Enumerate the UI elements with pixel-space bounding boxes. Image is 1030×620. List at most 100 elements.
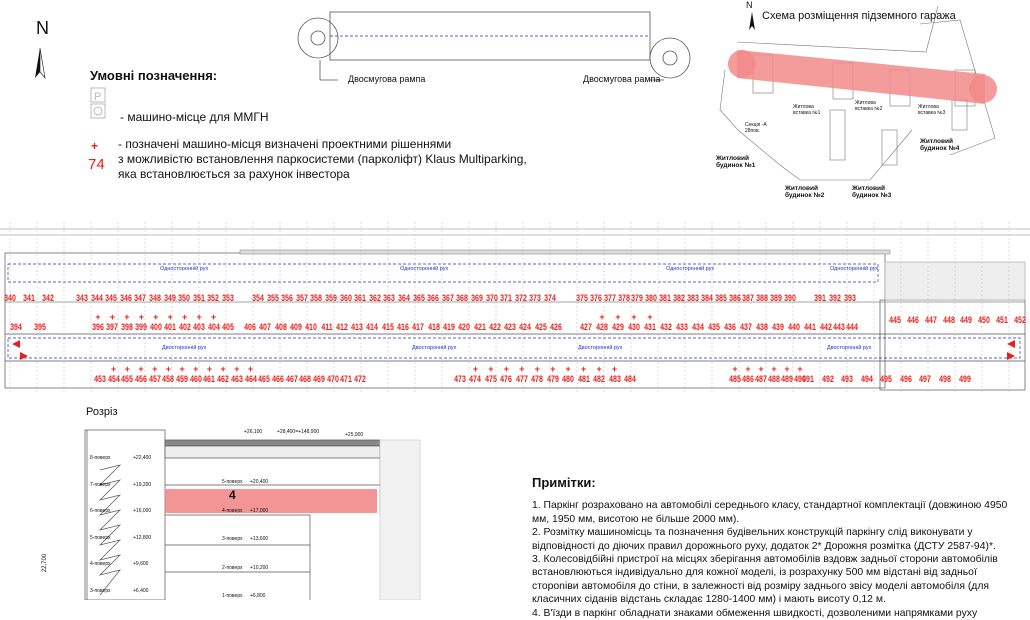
stair-floor-label: 7-поверх <box>90 481 111 488</box>
parking-spot-number: 394 <box>10 322 22 332</box>
parking-spot-number: 384 <box>700 293 713 303</box>
parking-spot-number: 408 <box>274 322 287 332</box>
legend-plus-symbol: + <box>91 139 99 153</box>
parking-spot-number: 447 <box>924 315 937 325</box>
parking-spot-number: 459 <box>176 374 188 384</box>
highlight-level-number: 4 <box>229 488 236 502</box>
parking-spot-number: 400 <box>149 322 162 332</box>
stair-elevation: +9,600 <box>133 561 149 567</box>
section-drawing <box>84 429 421 600</box>
parking-spot-number: 484 <box>624 374 636 384</box>
multiparking-plus-icon: + <box>647 312 653 322</box>
parking-spot-number: 478 <box>531 374 544 384</box>
notes-title: Примітки: <box>532 475 596 490</box>
parking-spot-number: 382 <box>673 293 685 303</box>
parking-spot-number: 347 <box>134 293 147 303</box>
parking-spot-number: 395 <box>34 322 46 332</box>
parking-spot-number: 481 <box>577 374 590 384</box>
multiparking-plus-icon: + <box>234 364 240 374</box>
insert-2: Житлова вставка №2 <box>855 100 883 112</box>
parking-spot-number: 402 <box>178 322 191 332</box>
drive-label: Двосторонній рух <box>827 345 872 351</box>
parking-spot-number: 390 <box>784 293 796 303</box>
multiparking-plus-icon: + <box>472 364 479 374</box>
parking-spot-number: 482 <box>593 374 605 384</box>
parking-spot-number: 415 <box>381 322 394 332</box>
parking-spot-number: 406 <box>244 322 256 332</box>
multiparking-plus-icon: + <box>179 364 185 374</box>
parking-spot-number: 425 <box>534 322 547 332</box>
legend-number: 74 <box>88 156 105 173</box>
parking-spot-number: 499 <box>959 374 971 384</box>
parking-spot-number: 387 <box>742 293 755 303</box>
parking-spot-number: 431 <box>644 322 656 332</box>
multiparking-plus-icon: + <box>165 364 172 374</box>
parking-spot-number: 383 <box>687 293 699 303</box>
parking-spot-number: 341 <box>23 293 35 303</box>
parking-spot-number: 454 <box>107 374 120 384</box>
note-item: 3. Колесовідбійні пристрої на місцях збе… <box>532 554 998 606</box>
parking-spot-number: 470 <box>326 374 339 384</box>
parking-spot-number: 345 <box>105 293 118 303</box>
notes: Примітки: 1. Паркінг розраховано на авто… <box>532 476 1022 620</box>
parking-spot-number: 404 <box>207 322 220 332</box>
parking-spot-number: 399 <box>135 322 148 332</box>
ramp-left-label: Двосмугова рампа <box>348 74 426 84</box>
parking-spot-number: 349 <box>163 293 176 303</box>
parking-spot-number: 443 <box>833 322 845 332</box>
parking-spot-number: 492 <box>821 374 834 384</box>
parking-spot-number: 361 <box>354 293 367 303</box>
park-floor-label: 3-поверх <box>222 536 243 542</box>
parking-spot-number: 360 <box>339 293 352 303</box>
parking-spot-number: 463 <box>230 374 243 384</box>
multiparking-plus-icon: + <box>550 364 556 374</box>
multiparking-plus-icon: + <box>745 364 751 374</box>
multiparking-plus-icon: + <box>758 364 764 374</box>
garage-highlight <box>737 50 985 104</box>
legend-line: - позначені машино-місця визначені проек… <box>118 137 452 151</box>
parking-spot-number: 357 <box>295 293 308 303</box>
parking-spot-number: 435 <box>708 322 720 332</box>
parking-spot-number: 396 <box>92 322 104 332</box>
multiparking-plus-icon: + <box>596 364 602 374</box>
stair-floor-label: 5-поверх <box>90 534 111 541</box>
multiparking-plus-icon: + <box>138 312 144 322</box>
parking-spot-number: 497 <box>919 374 932 384</box>
stair-elevation: +16,000 <box>133 508 152 514</box>
scheme-north: N <box>746 0 753 10</box>
exit-arrow-icon <box>1007 340 1015 348</box>
stair-elevation: +12,800 <box>133 534 152 541</box>
multiparking-plus-icon: + <box>95 312 101 322</box>
parking-spot-number: 445 <box>889 315 901 325</box>
parking-spot-number: 405 <box>222 322 234 332</box>
scheme-title: Схема розміщення підземного гаража <box>762 10 956 22</box>
stair-floor-label: 4-поверх <box>90 561 111 567</box>
parking-spot-number: 409 <box>290 322 302 332</box>
multiparking-plus-icon: + <box>109 312 116 322</box>
multiparking-plus-icon: + <box>220 364 226 374</box>
parking-spot-number: 422 <box>488 322 501 332</box>
parking-spot-number: 429 <box>612 322 624 332</box>
parking-spot-number: 485 <box>729 374 741 384</box>
parking-spot-number: 483 <box>608 374 621 384</box>
parking-spot-number: 366 <box>427 293 440 303</box>
parking-spot-number: 342 <box>42 293 54 303</box>
parking-spot-number: 352 <box>207 293 220 303</box>
parking-spot-number: 398 <box>121 322 133 332</box>
parking-spot-number: 427 <box>580 322 592 332</box>
parking-spot-number: 388 <box>756 293 769 303</box>
parking-spot-number: 465 <box>258 374 271 384</box>
park-elevation: +17,000 <box>250 507 269 514</box>
multiparking-plus-icon: + <box>182 312 188 322</box>
parking-spot-number: 379 <box>631 293 644 303</box>
drive-label: Двосторонній рух <box>162 345 207 351</box>
parking-spot-number: 450 <box>978 315 991 325</box>
parking-spot-number: 491 <box>802 374 814 384</box>
legend-mmgn: - машино-місце для ММГН <box>120 110 269 124</box>
multiparking-plus-icon: + <box>138 364 144 374</box>
parking-spot-number: 441 <box>804 322 816 332</box>
park-floor-label: 5-поверх <box>222 479 243 485</box>
building-4: Житловий будинок №4 <box>920 138 960 152</box>
multiparking-plus-icon: + <box>565 364 571 374</box>
multiparking-plus-icon: + <box>153 312 159 322</box>
